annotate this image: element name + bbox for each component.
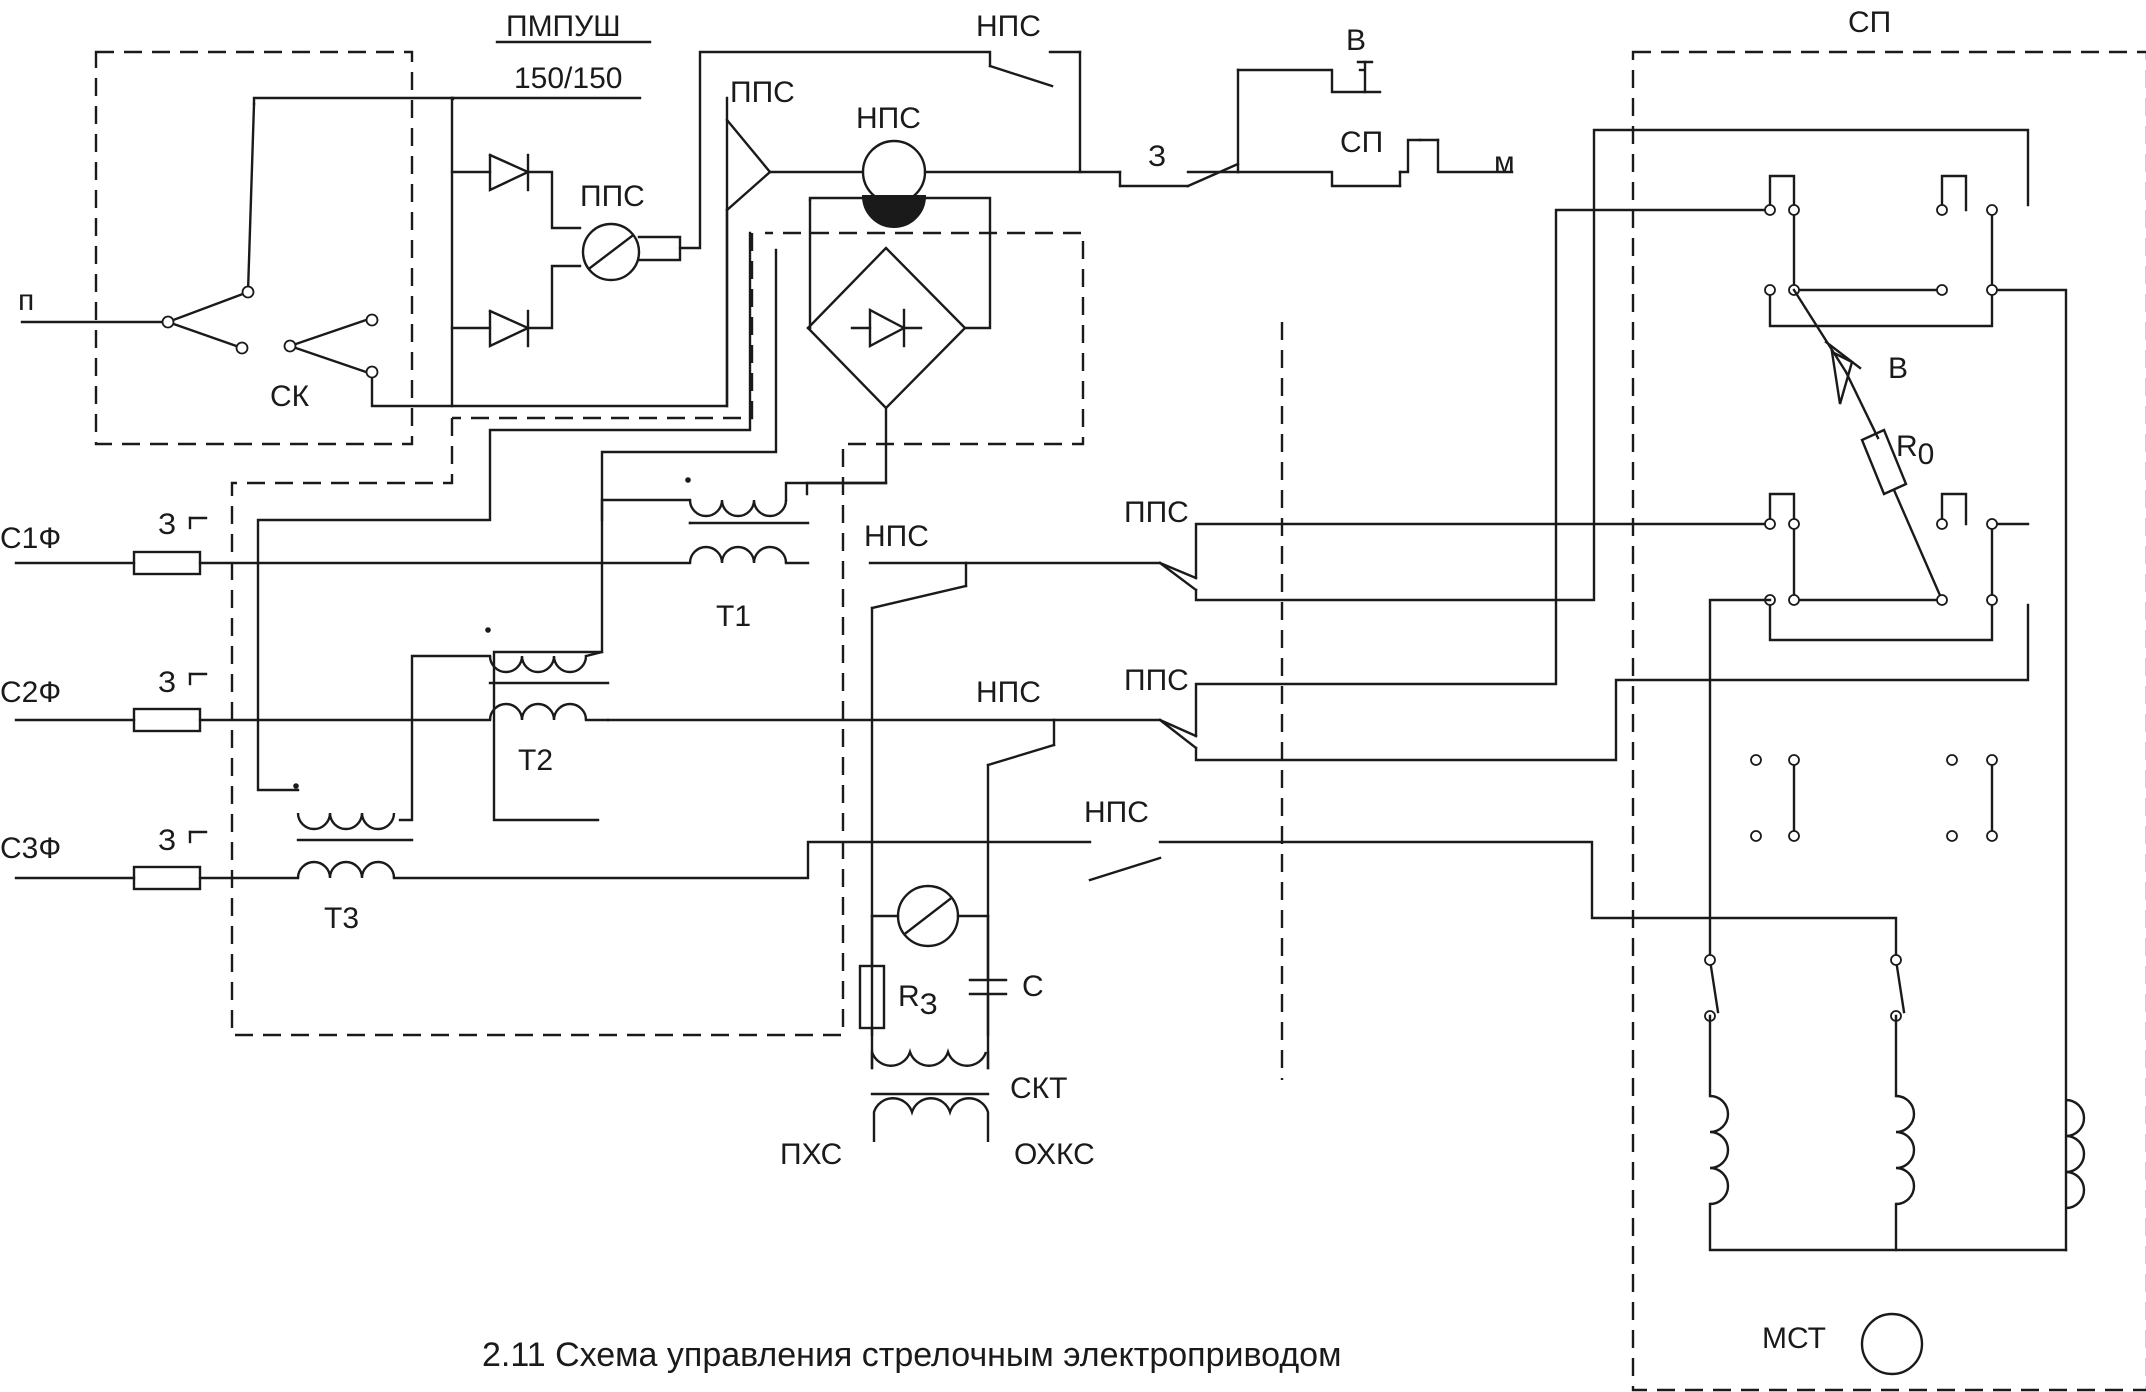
label-nps-relay: НПС: [856, 102, 921, 135]
figure-caption: 2.11 Схема управления стрелочным электро…: [482, 1336, 1341, 1374]
label-fuse-2: З: [158, 666, 176, 699]
label-sk: СК: [270, 380, 310, 413]
label-t2: Т2: [518, 744, 553, 777]
center-bridge: [256, 196, 992, 792]
phase-c1: [14, 477, 888, 822]
label-phs: ПХС: [780, 1138, 842, 1171]
label-r0: R0: [1896, 430, 1934, 471]
label-v-top: В: [1346, 24, 1366, 57]
switch-block-boundary: [94, 50, 414, 446]
transformer-block-boundary: [230, 231, 1085, 1037]
phase-contacts: [606, 128, 2030, 1037]
pmpush-rectifier: [450, 40, 992, 408]
label-skt: СКТ: [1010, 1072, 1067, 1105]
label-nps-c1: НПС: [864, 520, 929, 553]
label-pps-relay: ППС: [580, 180, 645, 213]
label-m: м: [1494, 146, 1515, 179]
label-zero: З: [1148, 140, 1166, 173]
label-pps-c1: ППС: [1124, 496, 1189, 529]
label-t1: Т1: [716, 600, 751, 633]
top-contacts: [725, 50, 1514, 408]
label-p: п: [18, 284, 34, 317]
label-nps-c2: НПС: [976, 676, 1041, 709]
label-fuse-1: З: [158, 508, 176, 541]
label-nps-contact-top: НПС: [976, 10, 1041, 43]
label-c3: С3Ф: [0, 832, 61, 865]
label-c1: С1Ф: [0, 522, 61, 555]
label-sp-contact: СП: [1340, 126, 1383, 159]
sk-switch: [20, 96, 729, 408]
label-r3: RЗ: [898, 980, 938, 1021]
mst-motor-symbol: [1860, 1312, 1924, 1376]
label-t3: Т3: [324, 902, 359, 935]
phase-c3: [14, 783, 1092, 891]
switch-machine-boundary: [1631, 50, 2146, 1392]
label-pmpush-rating: 150/150: [514, 62, 622, 95]
label-pps-contact-top: ППС: [730, 76, 795, 109]
phase-c2: [14, 627, 610, 822]
label-pmpush: ПМПУШ: [506, 10, 621, 43]
label-ohks: ОХКС: [1014, 1138, 1095, 1171]
label-mst: МСТ: [1762, 1322, 1826, 1355]
label-capacitor: С: [1022, 970, 1044, 1003]
label-pps-c2: ППС: [1124, 664, 1189, 697]
label-sp-machine: СП: [1848, 6, 1891, 39]
labels: ПМПУШ 150/150 п СК ППС ППС НПС НПС З В С…: [0, 6, 1934, 1374]
label-c2: С2Ф: [0, 676, 61, 709]
switch-machine-internals: [1704, 174, 2086, 1376]
label-nps-c3: НПС: [1084, 796, 1149, 829]
skt-circuit: [858, 884, 1008, 1142]
label-v-diode: В: [1888, 352, 1908, 385]
dashed-boundaries: [94, 50, 2146, 1392]
label-fuse-3: З: [158, 824, 176, 857]
